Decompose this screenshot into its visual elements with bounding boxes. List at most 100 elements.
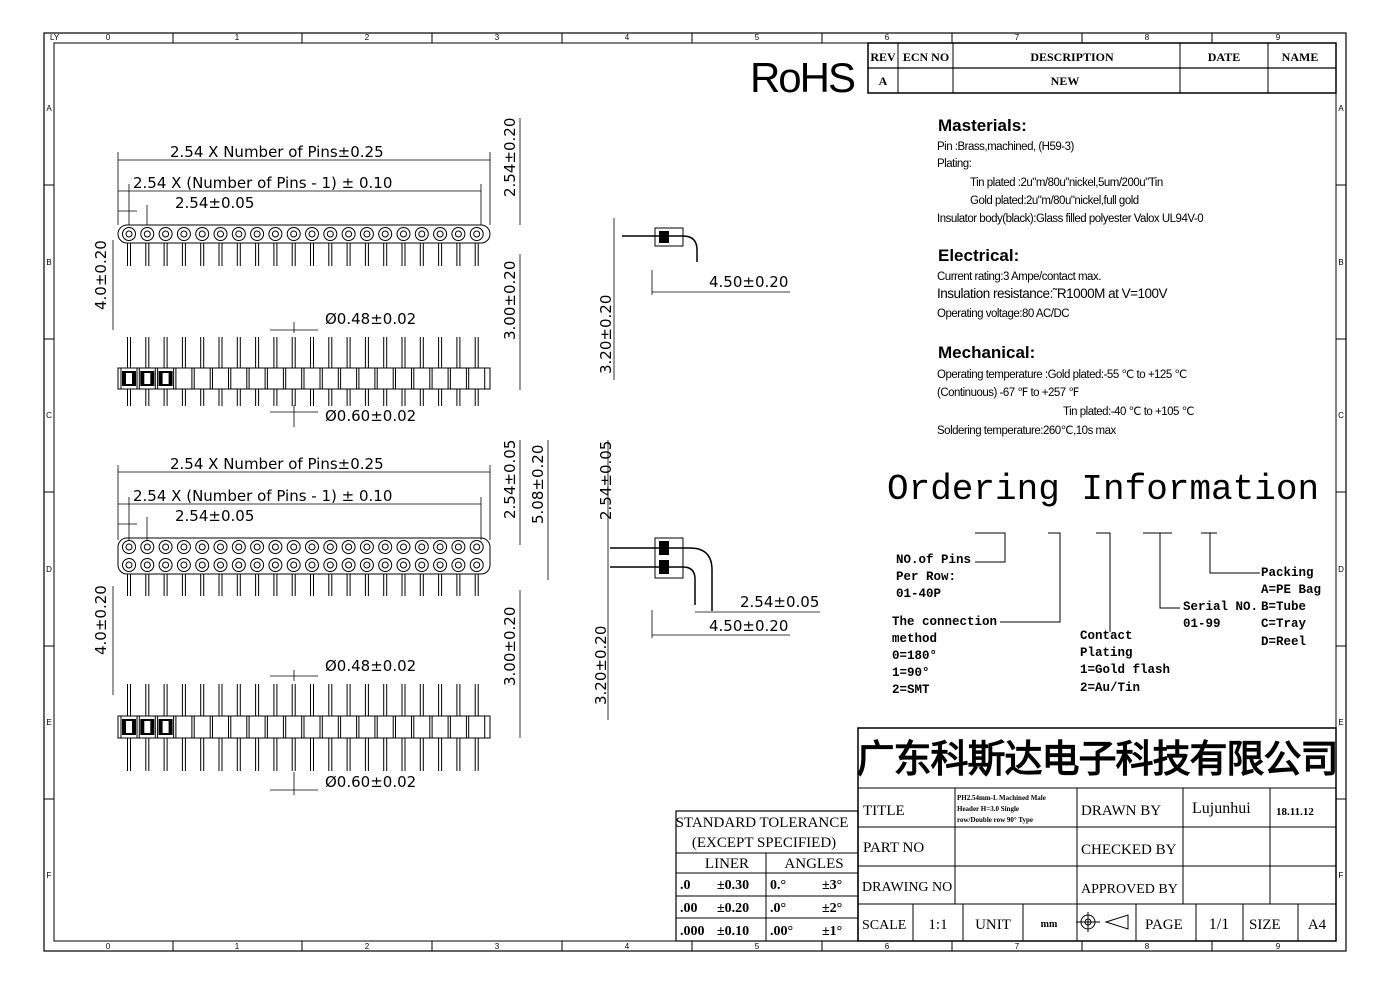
title-label: TITLE	[863, 803, 905, 819]
double-side-cell	[449, 715, 467, 739]
single-top-pin-hole	[473, 230, 481, 238]
double-top-pin-hole	[363, 543, 371, 551]
unit-label: UNIT	[975, 917, 1011, 933]
unit-value: mm	[1041, 919, 1058, 930]
ordering-connection: 0=180°	[892, 649, 937, 663]
double-top-pin-hole	[400, 561, 407, 569]
drawn-by: Lujunhui	[1192, 800, 1251, 817]
electrical-title: Electrical:	[938, 246, 1019, 265]
page-label: PAGE	[1145, 917, 1183, 933]
dim-pitch-sum: 2.54 X (Number of Pins - 1) ± 0.10	[133, 174, 392, 192]
part-no-label: PART NO	[863, 840, 924, 856]
ordering-plating: Contact	[1080, 629, 1133, 643]
single-top-pin-hole	[162, 230, 170, 238]
materials-title: Masterials:	[938, 116, 1027, 135]
dim-length-total: 2.54 X Number of Pins±0.25	[170, 143, 384, 161]
single-top-pin-ring	[122, 227, 136, 241]
single-top-pin-hole	[290, 230, 298, 238]
size-label: SIZE	[1249, 917, 1281, 933]
ordering-packing: C=Tray	[1261, 617, 1307, 631]
double-top-pin-hole	[381, 561, 389, 569]
size-value: A4	[1308, 917, 1327, 933]
double-top-pin-hole	[271, 561, 279, 569]
frame-col-label: 1	[235, 942, 240, 951]
double-top-pin-hole	[143, 561, 151, 569]
frame-col-label: 4	[625, 33, 630, 42]
frame-col-label: 7	[1015, 942, 1020, 951]
double-top-pin-ring	[213, 540, 228, 554]
frame-col-label: 8	[1145, 33, 1150, 42]
single-top-pin-hole	[454, 230, 462, 238]
frame-col-label: 3	[495, 33, 500, 42]
frame-corner-label: LY	[50, 33, 60, 42]
double-top-pin-ring	[469, 558, 484, 572]
frame-row-label: D	[46, 565, 52, 574]
double-top-pin-hole	[454, 543, 462, 551]
frame-col-label: 9	[1276, 33, 1281, 42]
materials-line: Gold plated:2u"m/80u"nickel,full gold	[970, 195, 1139, 207]
single-top-pin-ring	[341, 227, 356, 241]
double-top-pin-ring	[176, 540, 191, 554]
frame-row-label: A	[1338, 104, 1344, 113]
single-side-cell	[340, 367, 358, 390]
double-top-pin-hole	[473, 561, 481, 569]
double-top-pin-ring	[158, 540, 173, 554]
single-top-pin-hole	[400, 230, 407, 238]
dim-pitch: 2.54±0.05	[175, 194, 254, 212]
frame-col-label: 0	[106, 942, 111, 951]
ecn-header: ECN NO	[903, 50, 949, 64]
double-top-pin-hole	[473, 543, 481, 551]
specifications: Masterials: Pin :Brass,machined, (H59-3)…	[937, 116, 1204, 437]
tolerance-angle-value: ±1°	[822, 924, 842, 939]
double-top-pin-hole	[125, 543, 133, 551]
single-top-pin-hole	[143, 230, 151, 238]
date-header: DATE	[1208, 50, 1240, 64]
double-top-pin-hole	[436, 561, 444, 569]
name-header: NAME	[1282, 50, 1319, 64]
double-top-pin-ring	[396, 558, 411, 572]
materials-line: Plating:	[937, 158, 972, 170]
single-top-pin-hole	[381, 230, 389, 238]
double-top-pin-hole	[162, 543, 170, 551]
double-top-pin-hole	[235, 561, 243, 569]
side-view-insulator	[659, 231, 669, 243]
single-top-pin-ring	[213, 227, 228, 241]
tolerance-table: STANDARD TOLERANCE (EXCEPT SPECIFIED) LI…	[675, 810, 859, 942]
dim-pin-dia-large: Ø0.60±0.02	[325, 773, 416, 791]
dim-pin-dia-small: Ø0.48±0.02	[325, 657, 416, 675]
single-side-cell	[157, 367, 175, 390]
dim-side-offset: 4.50±0.20	[709, 273, 788, 291]
double-side-cell	[230, 715, 248, 739]
frame-row-label: B	[1338, 258, 1343, 267]
double-side-cell	[193, 715, 211, 739]
ordering-plating: Plating	[1080, 646, 1133, 660]
single-top-pin-ring	[158, 227, 173, 241]
double-top-pin-ring	[250, 558, 265, 572]
dim-tail: 4.0±0.20	[92, 585, 110, 655]
frame-row-label: F	[1339, 871, 1344, 880]
double-top-pin-ring	[359, 540, 374, 554]
double-top-pin-hole	[345, 561, 353, 569]
double-top-pin-ring	[359, 558, 374, 572]
double-side-cell	[120, 715, 138, 739]
tolerance-precision: .000	[680, 924, 705, 939]
double-top-pin-ring	[323, 540, 338, 554]
drawing-no-label: DRAWING NO	[862, 880, 952, 895]
mechanical-title: Mechanical:	[938, 343, 1035, 362]
single-top-pin-hole	[326, 230, 334, 238]
drawn-by-label: DRAWN BY	[1081, 803, 1161, 819]
double-top-pin-hole	[326, 543, 334, 551]
ordering-packing: D=Reel	[1261, 635, 1306, 649]
angles-header: ANGLES	[784, 856, 843, 872]
double-side-cell	[285, 715, 303, 739]
single-side-cell	[212, 367, 229, 390]
ordering-information: Ordering Information NO.of Pins Per Row:…	[887, 469, 1321, 697]
ordering-pins: 01-40P	[896, 587, 941, 601]
single-side-cell	[303, 367, 321, 390]
single-side-cell	[468, 367, 486, 390]
single-side-cell	[175, 367, 193, 390]
ordering-title: Ordering Information	[887, 469, 1319, 510]
frame-row-label: D	[1338, 565, 1344, 574]
projection-icon	[1076, 912, 1129, 932]
double-side-cell	[358, 715, 376, 739]
